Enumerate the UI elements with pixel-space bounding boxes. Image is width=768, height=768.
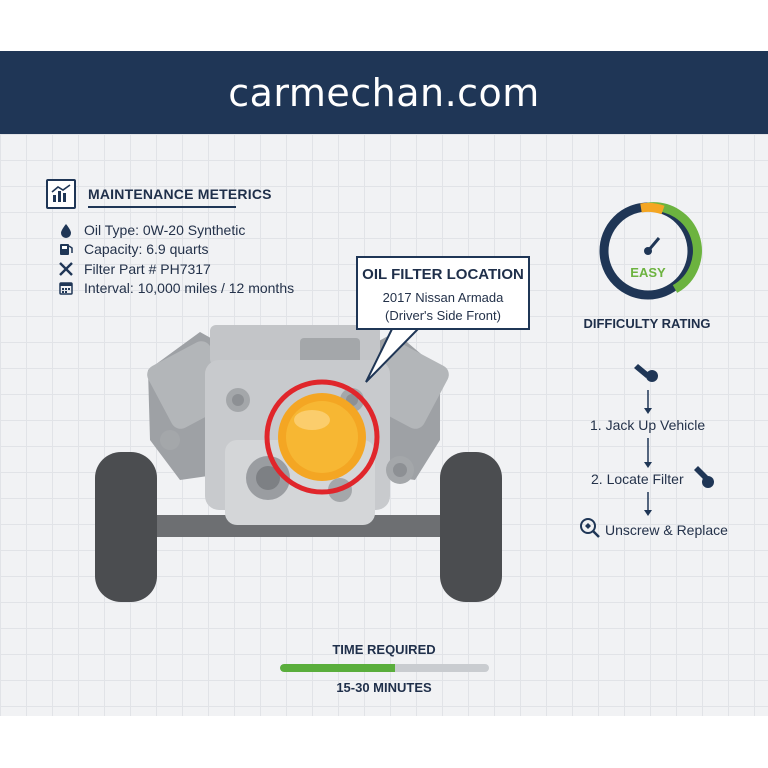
wrench-hand-icon bbox=[634, 364, 658, 382]
metric-filter-part: Filter Part # PH7317 bbox=[58, 260, 211, 278]
oil-drop-icon bbox=[58, 222, 74, 238]
callout-side: (Driver's Side Front) bbox=[385, 308, 501, 323]
magnifier-icon bbox=[580, 518, 600, 538]
time-title: TIME REQUIRED bbox=[332, 642, 436, 657]
wrench-cross-icon bbox=[58, 261, 74, 277]
hand-wrench-icon bbox=[694, 466, 714, 488]
steps-flow bbox=[580, 364, 714, 538]
metric-text: Oil Type: 0W-20 Synthetic bbox=[84, 222, 246, 238]
filter-highlight-ring bbox=[264, 379, 380, 495]
difficulty-gauge bbox=[599, 202, 702, 300]
time-progress-track bbox=[280, 664, 489, 672]
site-title: carmechan.com bbox=[228, 70, 540, 115]
filter-location-callout: OIL FILTER LOCATION 2017 Nissan Armada (… bbox=[356, 256, 530, 330]
metric-text: Capacity: 6.9 quarts bbox=[84, 241, 209, 257]
metrics-heading: MAINTENANCE METERICS bbox=[88, 186, 272, 202]
infographic-panel bbox=[0, 134, 768, 716]
chart-icon bbox=[46, 179, 76, 209]
left-wheel bbox=[95, 452, 157, 602]
time-progress-fill bbox=[280, 664, 395, 672]
metric-oil-type: Oil Type: 0W-20 Synthetic bbox=[58, 221, 245, 239]
metric-capacity: Capacity: 6.9 quarts bbox=[58, 240, 209, 258]
metric-text: Filter Part # PH7317 bbox=[84, 261, 211, 277]
calendar-icon bbox=[58, 280, 74, 296]
callout-vehicle: 2017 Nissan Armada bbox=[382, 290, 504, 305]
metric-interval: Interval: 10,000 miles / 12 months bbox=[58, 279, 294, 297]
heading-underline bbox=[88, 206, 236, 208]
time-value: 15-30 MINUTES bbox=[336, 680, 432, 695]
gauge-label: EASY bbox=[630, 265, 666, 280]
fuel-can-icon bbox=[58, 241, 74, 257]
metric-text: Interval: 10,000 miles / 12 months bbox=[84, 280, 295, 296]
right-wheel bbox=[440, 452, 502, 602]
site-header: carmechan.com bbox=[0, 51, 768, 134]
step-jack-up: 1. Jack Up Vehicle bbox=[590, 417, 706, 433]
callout-title: OIL FILTER LOCATION bbox=[362, 266, 524, 283]
difficulty-label: DIFFICULTY RATING bbox=[583, 316, 711, 331]
step-locate-filter: 2. Locate Filter bbox=[591, 471, 684, 487]
step-unscrew-replace: Unscrew & Replace bbox=[605, 522, 728, 538]
